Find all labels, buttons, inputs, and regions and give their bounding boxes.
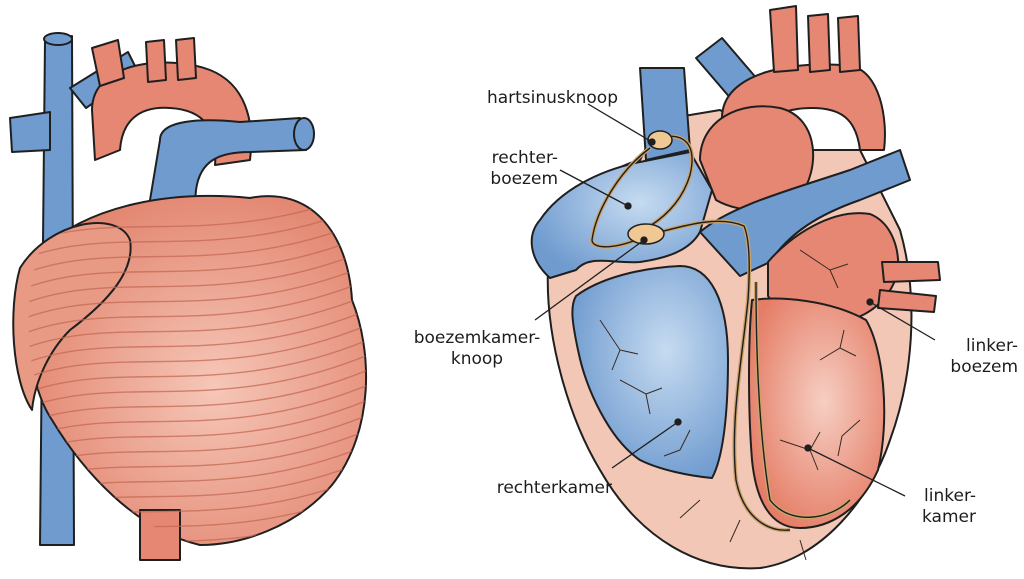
label-av-node: boezemkamer- knoop [413,328,541,369]
external-heart [9,32,367,561]
purkinje-branch [819,329,857,361]
purkinje-branch [799,249,849,289]
right-ventricle-chamber [571,265,729,479]
right-atrium-chamber [530,151,713,279]
striation-line [28,334,367,396]
striation-line [28,244,367,306]
label-left-atrium: linker- boezem [950,336,1018,377]
striation-line [28,319,367,381]
purkinje-branch [599,319,639,371]
label-left-ventricle: linker- kamer [922,486,976,527]
pulmonary-vein-1 [881,261,941,283]
atrium-lobe [12,222,132,411]
striation-line [28,289,367,351]
purkinje-branch [619,379,663,415]
aortic-branch-a [769,5,799,73]
leader-lines [534,103,936,497]
striation-line [28,274,367,336]
label-sa-node: hartsinusknoop [486,88,618,108]
label-right-ventricle: rechterkamer [496,478,612,498]
striation-line [28,199,367,261]
vena-cava-top [43,32,73,46]
striation-line [28,259,367,321]
striation-line [28,214,367,276]
pulmonary-vein-2 [877,289,937,313]
aortic-branch-c [837,15,861,73]
striation-line [28,229,367,291]
purkinje-branch [837,419,861,457]
purkinje-branch [679,499,807,561]
aortic-branch-3 [175,37,197,81]
pulmonary-artery-band [699,149,911,277]
inferior-vessel [139,509,181,561]
aortic-branch-2 [145,39,167,83]
aortic-branch-b [807,13,831,73]
striation-line [28,364,367,426]
label-right-atrium: rechter- boezem [490,148,558,189]
striation-line [28,379,367,441]
aortic-branch-1 [91,39,125,87]
conduction-system [589,134,852,533]
pulmonary-trunk-end [293,117,315,151]
striation-line [28,349,367,411]
branch-vessel-left [9,111,51,153]
av-node-shape [627,223,665,245]
purkinje-branch [663,429,691,457]
left-ventricle-chamber [748,297,886,529]
striation-line [28,304,367,366]
